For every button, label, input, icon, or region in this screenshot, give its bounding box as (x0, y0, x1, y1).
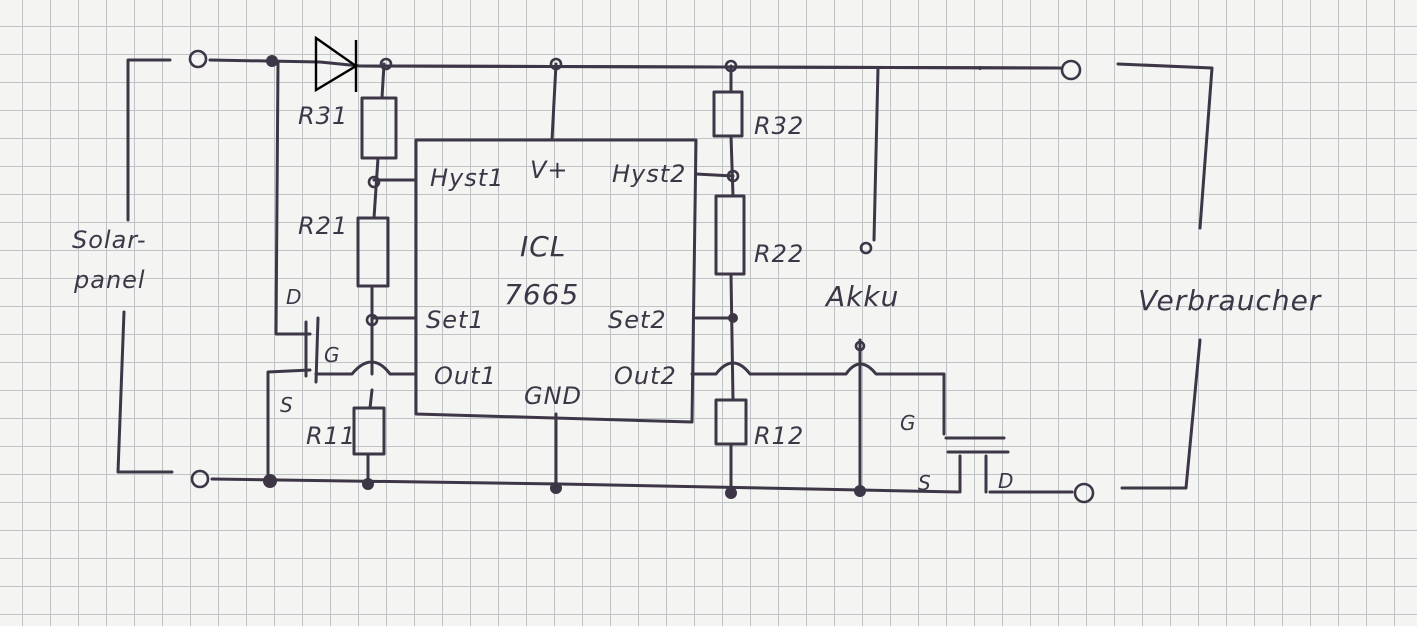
right-divider (694, 64, 748, 495)
out2-pin-label: Out2 (614, 362, 677, 390)
r12-label: R12 (754, 422, 804, 450)
ic-name-line2: 7665 (504, 278, 579, 311)
set2-pin-label: Set2 (608, 306, 667, 334)
akku-label: Akku (824, 280, 899, 313)
top-rail (188, 49, 1082, 81)
r11-label: R11 (306, 422, 356, 450)
hyst2-pin-label: Hyst2 (612, 160, 686, 188)
right-mosfet (944, 436, 1010, 494)
ic-name-line1: ICL (520, 230, 566, 263)
solar-label-line1: Solar- (72, 226, 147, 254)
load-plus-terminal (1060, 59, 1082, 81)
out2-wire (690, 361, 946, 436)
vplus-pin-label: V+ (530, 156, 569, 184)
left-mosfet-drain-label: D (286, 285, 302, 309)
verbraucher-label: Verbraucher (1138, 284, 1322, 317)
right-mosfet-source-label: S (918, 471, 932, 495)
solar-panel-bracket (116, 58, 174, 474)
r21-label: R21 (298, 212, 348, 240)
out1-wire (314, 360, 418, 376)
hyst1-pin-label: Hyst1 (430, 164, 504, 192)
ic-box (414, 62, 698, 490)
right-mosfet-gate-label: G (900, 411, 917, 435)
left-mosfet (266, 60, 324, 484)
solar-label-line2: panel (73, 266, 146, 294)
load-minus-terminal (1073, 482, 1095, 504)
left-mosfet-gate-label: G (324, 343, 341, 367)
load-bracket (1116, 62, 1214, 490)
bottom-rail (190, 469, 1095, 504)
right-mosfet-drain-label: D (998, 469, 1014, 493)
left-mosfet-source-label: S (280, 393, 294, 417)
diode (314, 35, 359, 93)
left-divider (352, 62, 418, 486)
solar-minus-terminal (190, 469, 210, 489)
r31-label: R31 (298, 102, 348, 130)
gnd-pin-label: GND (524, 382, 582, 410)
out1-pin-label: Out1 (434, 362, 497, 390)
r32-label: R32 (754, 112, 804, 140)
solar-plus-terminal (188, 49, 208, 69)
akku-wire (854, 66, 880, 493)
set1-pin-label: Set1 (426, 306, 485, 334)
r22-label: R22 (754, 240, 804, 268)
